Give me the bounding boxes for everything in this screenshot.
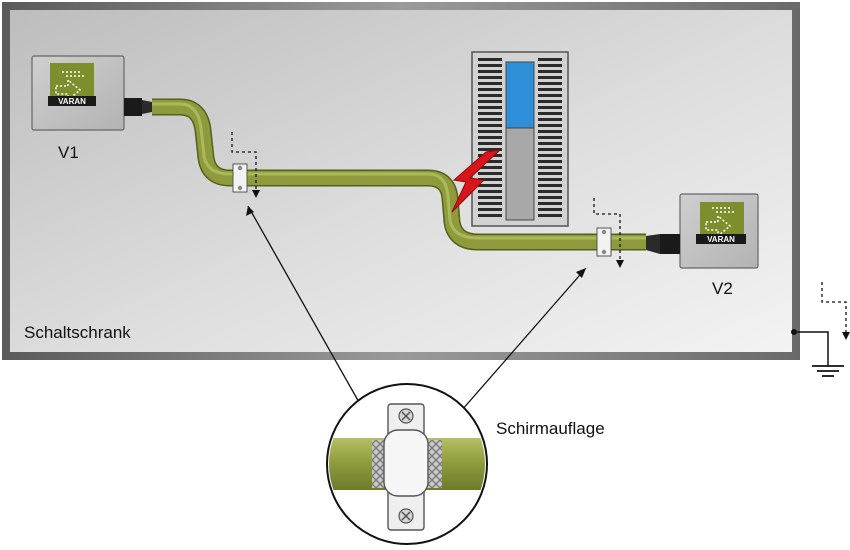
- svg-text:VARAN: VARAN: [58, 97, 86, 106]
- discharge-path-2: [593, 198, 621, 264]
- module-vent-right: [538, 58, 562, 217]
- module-blue-segment: [505, 61, 535, 129]
- module-vent-left: [478, 58, 502, 217]
- vent-slat: [538, 106, 562, 109]
- varan-logo-icon: VARAN: [48, 63, 96, 106]
- ground-icon: [812, 365, 844, 377]
- vent-slat: [538, 190, 562, 193]
- vent-slat: [538, 196, 562, 199]
- vent-slat: [538, 160, 562, 163]
- interference-module: [471, 51, 569, 227]
- vent-slat: [538, 118, 562, 121]
- device-v1-label: V1: [58, 143, 79, 162]
- vent-slat: [538, 154, 562, 157]
- svg-text:VARAN: VARAN: [707, 235, 735, 244]
- vent-slat: [478, 70, 502, 73]
- module-grey-segment: [505, 127, 535, 221]
- vent-slat: [478, 130, 502, 133]
- shield-clamp-2: [596, 227, 612, 257]
- vent-slat: [538, 70, 562, 73]
- connector-v2: [660, 234, 680, 254]
- vent-slat: [478, 142, 502, 145]
- vent-slat: [478, 178, 502, 181]
- vent-slat: [478, 214, 502, 217]
- vent-slat: [538, 184, 562, 187]
- device-v1: VARAN: [31, 55, 152, 131]
- shield-label: Schirmauflage: [496, 419, 605, 438]
- cable: [152, 98, 646, 251]
- device-v2-label: V2: [712, 279, 733, 298]
- vent-slat: [538, 142, 562, 145]
- vent-slat: [478, 64, 502, 67]
- varan-logo-icon: VARAN: [696, 202, 746, 244]
- vent-slat: [538, 136, 562, 139]
- vent-slat: [478, 112, 502, 115]
- vent-slat: [478, 124, 502, 127]
- vent-slat: [538, 94, 562, 97]
- cabinet-label: Schaltschrank: [24, 323, 131, 342]
- vent-slat: [538, 76, 562, 79]
- discharge-path-1: [231, 132, 257, 194]
- pointer-line-1: [247, 205, 361, 405]
- vent-slat: [478, 106, 502, 109]
- vent-slat: [538, 112, 562, 115]
- vent-slat: [538, 178, 562, 181]
- shield-clamp-1: [232, 163, 248, 193]
- vent-slat: [538, 82, 562, 85]
- vent-slat: [478, 118, 502, 121]
- vent-slat: [478, 100, 502, 103]
- vent-slat: [538, 148, 562, 151]
- vent-slat: [478, 94, 502, 97]
- shield-detail-magnifier: [326, 383, 488, 545]
- vent-slat: [538, 208, 562, 211]
- vent-slat: [478, 166, 502, 169]
- vent-slat: [478, 136, 502, 139]
- vent-slat: [478, 58, 502, 61]
- vent-slat: [538, 202, 562, 205]
- vent-slat: [478, 88, 502, 91]
- discharge-path-ground: [821, 282, 847, 336]
- vent-slat: [538, 172, 562, 175]
- device-v2: VARAN: [646, 193, 759, 269]
- vent-slat: [538, 88, 562, 91]
- vent-slat: [538, 130, 562, 133]
- detail-clamp: [383, 403, 429, 531]
- vent-slat: [478, 148, 502, 151]
- vent-slat: [478, 196, 502, 199]
- vent-slat: [538, 124, 562, 127]
- vent-slat: [538, 58, 562, 61]
- screw-icon: [398, 408, 414, 424]
- connector-v1: [124, 98, 142, 116]
- screw-icon: [398, 508, 414, 524]
- vent-slat: [538, 166, 562, 169]
- vent-slat: [538, 214, 562, 217]
- vent-slat: [478, 76, 502, 79]
- vent-slat: [478, 202, 502, 205]
- pointer-line-2: [461, 267, 587, 411]
- vent-slat: [478, 184, 502, 187]
- lightning-icon: [451, 149, 502, 213]
- vent-slat: [478, 190, 502, 193]
- vent-slat: [538, 100, 562, 103]
- vent-slat: [478, 160, 502, 163]
- vent-slat: [478, 82, 502, 85]
- vent-slat: [478, 172, 502, 175]
- vent-slat: [538, 64, 562, 67]
- vent-slat: [478, 208, 502, 211]
